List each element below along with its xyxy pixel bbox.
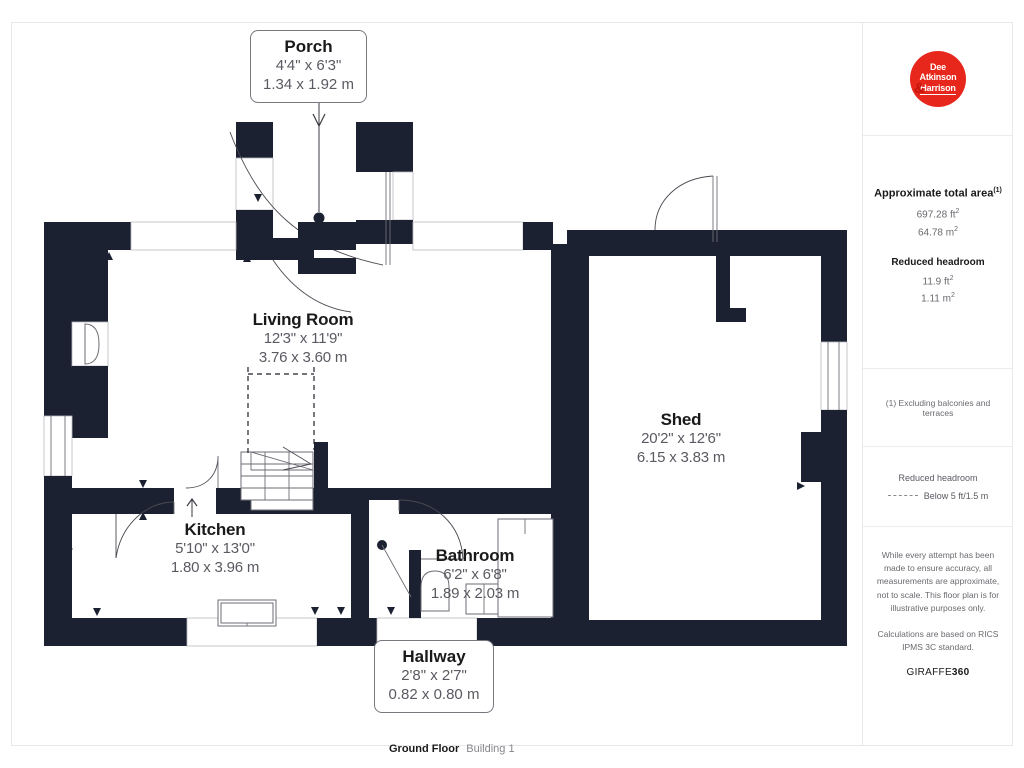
total-area-sqft-value: 697.28 ft xyxy=(916,209,956,221)
sqft-exponent: 2 xyxy=(949,274,954,282)
sqft-exponent: 2 xyxy=(955,208,960,216)
logo-line-2: Atkinson xyxy=(919,72,957,83)
room-name: Hallway xyxy=(402,647,466,666)
logo-ampersand: & xyxy=(914,79,925,97)
info-sidebar: Dee Atkinson Harrison & Approximate tota… xyxy=(863,22,1013,746)
page-frame xyxy=(11,22,1013,746)
room-dimensions-imperial: 2'8" x 2'7" xyxy=(401,667,467,685)
room-callout-hallway[interactable]: Hallway 2'8" x 2'7" 0.82 x 0.80 m xyxy=(374,640,494,714)
logo-line-1: Dee xyxy=(930,62,946,73)
room-dimensions-metric: 0.82 x 0.80 m xyxy=(388,686,480,704)
floorplan-drawing: .wall { fill: #1b2130; } .opening { fill… xyxy=(43,100,848,663)
area-summary: Approximate total area(1) 697.28 ft2 64.… xyxy=(863,136,1013,369)
floor-caption: Ground Floor Building 1 xyxy=(389,743,515,755)
floor-name: Ground Floor xyxy=(389,743,460,755)
legend-value: Below 5 ft/1.5 m xyxy=(923,490,989,501)
total-area-sqft: 697.28 ft2 xyxy=(871,206,1005,223)
room-dimensions-metric: 1.34 x 1.92 m xyxy=(263,76,354,94)
legend-row: Below 5 ft/1.5 m xyxy=(887,490,989,501)
reduced-headroom-sqm-value: 1.11 m xyxy=(921,293,951,305)
sqm-exponent: 2 xyxy=(954,225,959,233)
logo-circle-icon: Dee Atkinson Harrison & xyxy=(910,50,966,107)
reduced-headroom-sqft-value: 11.9 ft xyxy=(922,276,950,288)
reduced-headroom-sqm: 1.11 m2 xyxy=(871,290,1005,307)
disclaimer-paragraph-1: While every attempt has been made to ens… xyxy=(876,550,1000,613)
disclaimer-paragraph-2: Calculations are based on RICS IPMS 3C s… xyxy=(877,628,999,653)
brand-suffix: 360 xyxy=(951,667,970,679)
bath-fixture xyxy=(497,518,554,618)
dashed-line-icon xyxy=(887,495,918,496)
giraffe360-brand: GIRAFFE360 xyxy=(871,667,1005,678)
legend-title: Reduced headroom xyxy=(898,472,978,483)
staircase xyxy=(240,446,314,511)
floorplan-canvas[interactable]: .wall { fill: #1b2130; } .opening { fill… xyxy=(11,22,863,755)
toilet-fixture xyxy=(420,570,450,612)
reduced-headroom-title: Reduced headroom xyxy=(891,256,985,268)
total-area-sqm-value: 64.78 m xyxy=(917,226,955,238)
area-footnote: (1) Excluding balconies and terraces xyxy=(863,369,1013,447)
total-area-label: Approximate total area xyxy=(874,187,994,200)
room-callout-porch[interactable]: Porch 4'4" x 6'3" 1.34 x 1.92 m xyxy=(250,30,367,104)
agency-logo[interactable]: Dee Atkinson Harrison & xyxy=(863,22,1013,136)
reduced-headroom-sqft: 11.9 ft2 xyxy=(871,273,1005,290)
total-area-title: Approximate total area(1) xyxy=(871,187,1005,200)
legend: Reduced headroom Below 5 ft/1.5 m xyxy=(863,447,1013,527)
room-name: Porch xyxy=(284,37,333,56)
wall-markers xyxy=(87,137,819,616)
footnote-text: (1) Excluding balconies and terraces xyxy=(885,397,991,418)
porch-fixture-dot xyxy=(313,212,325,224)
total-area-sqm: 64.78 m2 xyxy=(871,224,1005,241)
room-dimensions-imperial: 4'4" x 6'3" xyxy=(275,57,342,75)
building-name: Building 1 xyxy=(466,743,515,755)
brand-prefix: GIRAFFE xyxy=(906,667,952,679)
total-area-footnote-ref: (1) xyxy=(993,186,1002,194)
disclaimer: While every attempt has been made to ens… xyxy=(863,527,1013,688)
logo-line-3: Harrison xyxy=(920,83,956,95)
sqm-exponent: 2 xyxy=(950,292,955,300)
